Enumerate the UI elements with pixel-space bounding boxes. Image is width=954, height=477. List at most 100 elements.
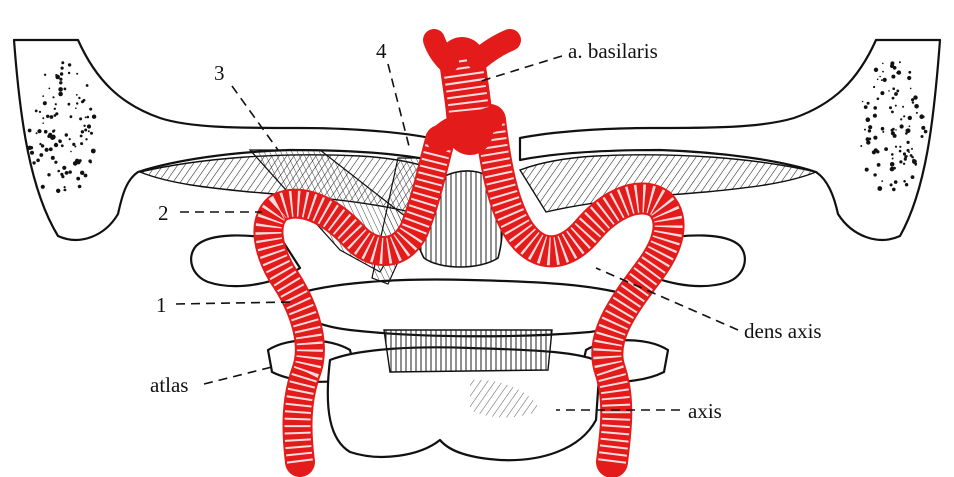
bone-speck — [85, 117, 87, 119]
bone-speck — [49, 147, 53, 151]
bone-speck — [906, 128, 911, 133]
bone-speck — [882, 131, 884, 133]
bone-speck — [88, 130, 90, 132]
bone-speck — [90, 161, 92, 163]
bone-speck — [76, 94, 78, 96]
bone-speck — [36, 159, 40, 163]
bone-speck — [70, 151, 72, 153]
bone-speck — [894, 180, 898, 184]
bone-speck — [893, 66, 897, 70]
bone-speck — [911, 148, 913, 150]
bone-speck — [84, 174, 88, 178]
label-axis: axis — [688, 399, 722, 423]
bone-speck — [882, 63, 884, 65]
bone-speck — [45, 148, 49, 152]
bone-speck — [900, 118, 902, 120]
bone-speck — [52, 96, 54, 98]
bone-speck — [910, 88, 912, 90]
bone-speck — [79, 117, 82, 120]
bone-speck — [909, 125, 911, 127]
bone-speck — [46, 115, 49, 118]
bone-speck — [904, 155, 907, 158]
bone-speck — [72, 143, 75, 146]
bone-speck — [85, 138, 87, 140]
bone-speck — [58, 87, 63, 92]
bone-speck — [69, 170, 72, 173]
bone-speck — [44, 130, 48, 134]
bone-speck — [911, 98, 914, 101]
bone-speck — [59, 78, 62, 81]
bone-speck — [911, 175, 915, 179]
bone-speck — [44, 74, 46, 76]
bone-speck — [61, 67, 64, 70]
bone-speck — [54, 161, 57, 164]
bone-speck — [903, 180, 906, 183]
bone-speck — [895, 105, 897, 107]
bone-speck — [900, 124, 904, 128]
bone-speck — [892, 128, 895, 131]
bone-speck — [893, 134, 897, 138]
bone-speck — [895, 146, 897, 148]
bone-speck — [908, 116, 912, 120]
label-dens-axis: dens axis — [744, 319, 822, 343]
bone-speck — [28, 129, 32, 133]
bone-speck — [903, 115, 905, 117]
axis-vertebra — [328, 330, 600, 460]
bone-speck — [30, 151, 34, 155]
bone-speck — [881, 127, 885, 131]
bone-speck — [69, 138, 71, 140]
bone-speck — [888, 90, 890, 92]
bone-speck — [80, 142, 83, 145]
bone-speck — [865, 168, 869, 172]
bone-speck — [899, 150, 902, 153]
bone-speck — [87, 116, 90, 119]
bone-speck — [864, 129, 866, 131]
bone-speck — [908, 71, 911, 74]
bone-speck — [894, 92, 898, 96]
bone-speck — [83, 99, 86, 102]
bone-speck — [52, 130, 55, 133]
bone-speck — [860, 145, 862, 147]
bone-speck — [55, 75, 60, 80]
bone-speck — [74, 146, 76, 148]
bone-speck — [876, 150, 879, 153]
bone-speck — [881, 79, 883, 81]
bone-speck — [874, 68, 878, 72]
bone-speck — [897, 70, 901, 74]
bone-speck — [70, 115, 73, 118]
bone-speck — [42, 122, 44, 124]
bone-speck — [42, 117, 44, 119]
bone-speck — [54, 143, 58, 147]
bone-speck — [889, 106, 892, 109]
bone-speck — [908, 151, 910, 153]
bone-speck — [872, 150, 876, 154]
bone-speck — [80, 135, 83, 138]
bone-speck — [896, 90, 899, 93]
bone-speck — [80, 171, 84, 175]
bone-speck — [873, 86, 875, 88]
bone-speck — [907, 76, 911, 80]
bone-speck — [891, 75, 895, 79]
bone-speck — [39, 111, 41, 113]
bone-speck — [76, 73, 78, 75]
bone-speck — [921, 126, 925, 130]
bone-speck — [890, 167, 895, 172]
bone-speck — [51, 135, 56, 140]
bone-speck — [47, 173, 50, 176]
bone-speck — [873, 136, 877, 140]
bone-speck — [75, 107, 77, 109]
bone-speck — [28, 146, 32, 150]
bone-speck — [890, 183, 893, 186]
bone-speck — [907, 141, 910, 144]
bone-speck — [39, 153, 43, 157]
bone-speck — [50, 115, 54, 119]
bone-speck — [915, 163, 917, 165]
bone-speck — [903, 163, 905, 165]
bone-speck — [62, 166, 66, 170]
bone-speck — [51, 156, 55, 160]
bone-speck — [911, 156, 913, 158]
bone-speck — [60, 173, 63, 176]
bone-speck — [892, 97, 895, 100]
bone-speck — [78, 185, 82, 189]
bone-speck — [61, 61, 64, 64]
